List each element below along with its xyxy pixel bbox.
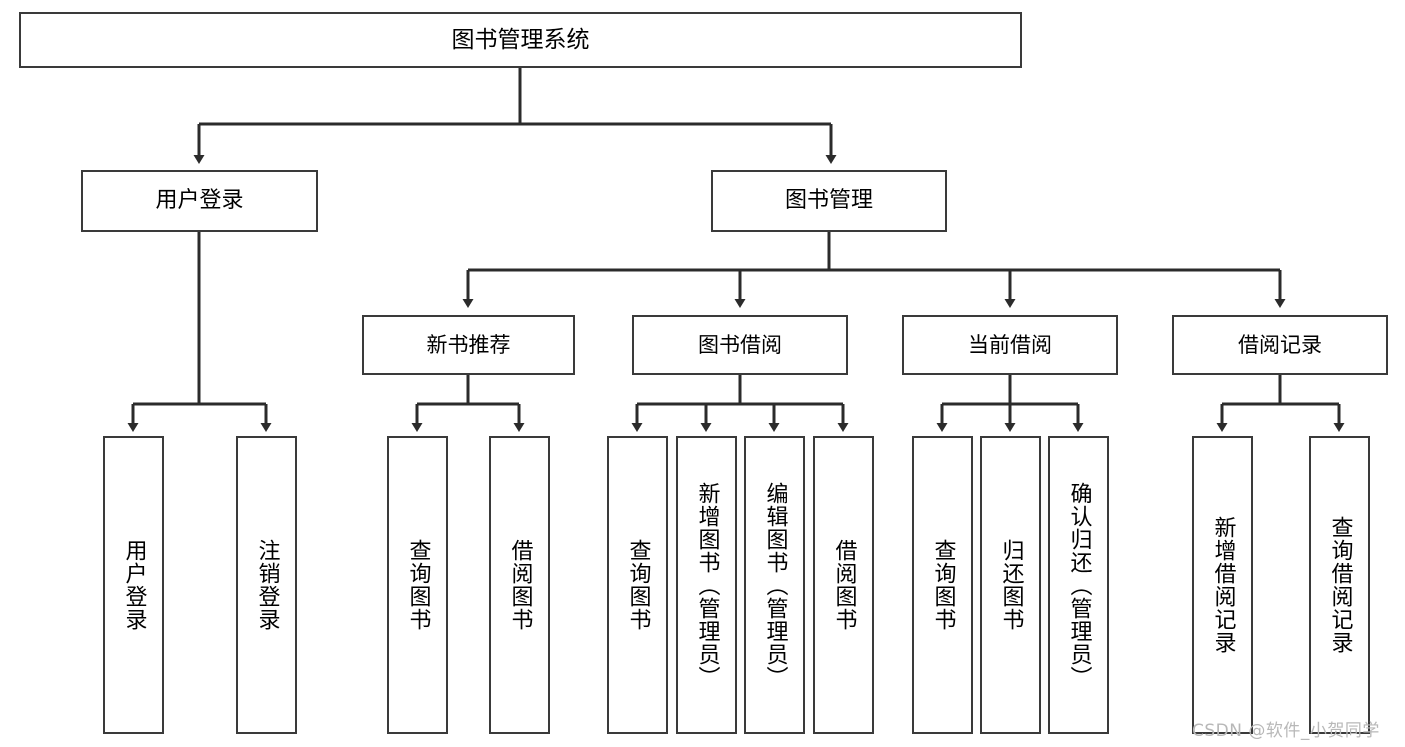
node-label: 借阅图书	[831, 539, 857, 631]
node-book-borrow[interactable]: 图书借阅	[632, 315, 848, 375]
node-label: 新书推荐	[426, 332, 511, 357]
leaf-return-book[interactable]: 归还图书	[980, 436, 1041, 734]
leaf-add-record[interactable]: 新增借阅记录	[1192, 436, 1253, 734]
leaf-add-book[interactable]: 新增图书（管理员）	[676, 436, 737, 734]
node-label: 图书管理系统	[451, 26, 590, 53]
node-user-login[interactable]: 用户登录	[81, 170, 318, 232]
node-label: 借阅图书	[507, 539, 533, 631]
node-label: 确认归还（管理员）	[1066, 481, 1092, 689]
node-book-manage[interactable]: 图书管理	[711, 170, 947, 232]
node-root[interactable]: 图书管理系统	[19, 12, 1022, 68]
leaf-query-book-3[interactable]: 查询图书	[912, 436, 973, 734]
node-label: 查询图书	[625, 539, 651, 631]
node-label: 图书管理	[784, 188, 873, 214]
node-new-book-rec[interactable]: 新书推荐	[362, 315, 575, 375]
node-label: 新增图书（管理员）	[694, 481, 720, 689]
leaf-logout-login[interactable]: 注销登录	[236, 436, 297, 734]
leaf-query-book-2[interactable]: 查询图书	[607, 436, 668, 734]
leaf-borrow-book-1[interactable]: 借阅图书	[489, 436, 550, 734]
node-label: 图书借阅	[698, 332, 782, 357]
leaf-edit-book[interactable]: 编辑图书（管理员）	[744, 436, 805, 734]
node-label: 查询图书	[930, 539, 956, 631]
node-label: 用户登录	[155, 188, 244, 214]
leaf-confirm-return[interactable]: 确认归还（管理员）	[1048, 436, 1109, 734]
node-label: 当前借阅	[968, 332, 1052, 357]
leaf-query-book-1[interactable]: 查询图书	[387, 436, 448, 734]
node-label: 查询借阅记录	[1327, 516, 1353, 654]
node-label: 编辑图书（管理员）	[762, 481, 788, 689]
leaf-query-record[interactable]: 查询借阅记录	[1309, 436, 1370, 734]
node-label: 新增借阅记录	[1210, 516, 1236, 654]
node-label: 注销登录	[254, 539, 280, 631]
leaf-borrow-book-2[interactable]: 借阅图书	[813, 436, 874, 734]
leaf-user-login[interactable]: 用户登录	[103, 436, 164, 734]
node-label: 用户登录	[121, 539, 147, 631]
node-label: 归还图书	[998, 539, 1024, 631]
node-borrow-record[interactable]: 借阅记录	[1172, 315, 1388, 375]
node-label: 借阅记录	[1238, 332, 1322, 357]
node-current-borrow[interactable]: 当前借阅	[902, 315, 1118, 375]
node-label: 查询图书	[405, 539, 431, 631]
